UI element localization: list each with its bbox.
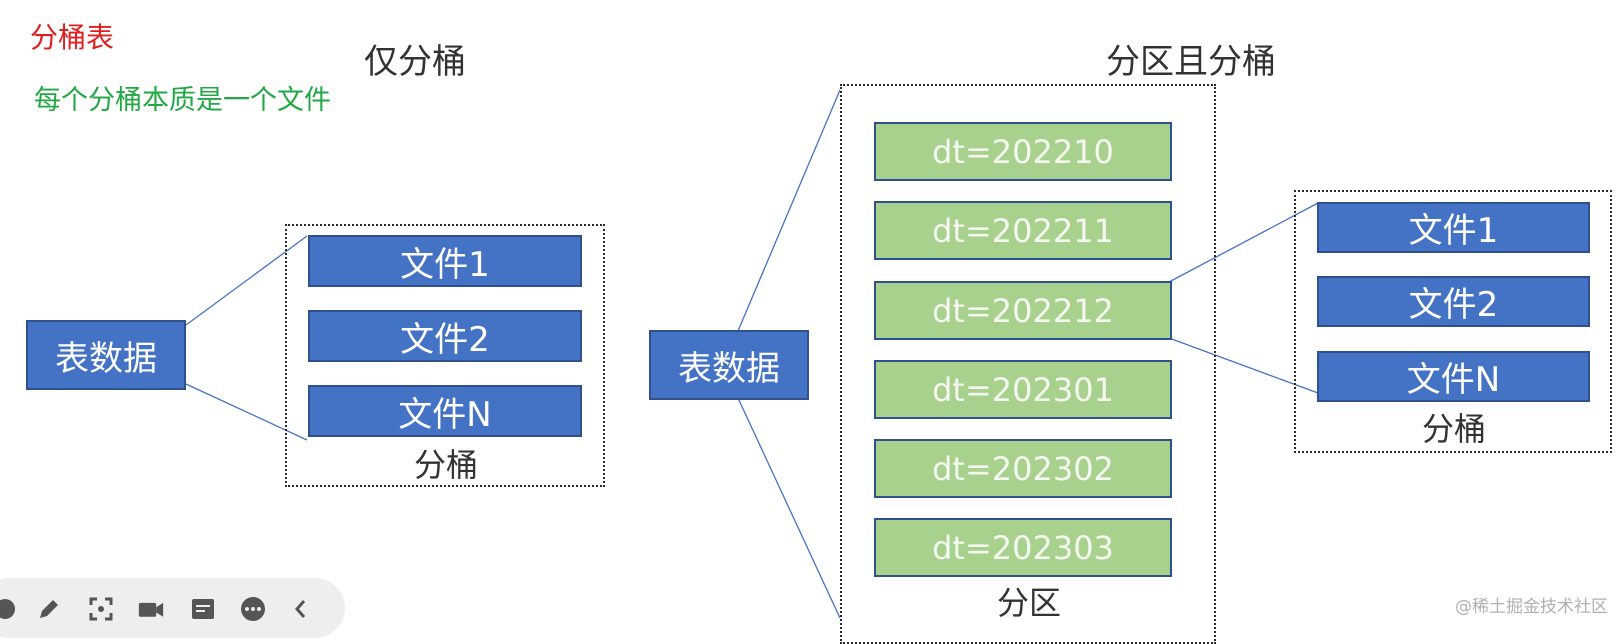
circle-icon[interactable] [0,596,18,622]
watermark: @稀土掘金技术社区 [1455,597,1608,617]
left-file-1-label: 文件1 [400,244,490,285]
left-file-2: 文件2 [308,310,582,362]
collapse-icon[interactable] [288,596,314,622]
partition-label: dt=202303 [932,528,1114,567]
right-file-1-label: 文件1 [1408,211,1499,251]
left-file-2-label: 文件2 [400,319,490,360]
pen-icon[interactable] [36,596,62,622]
right-file-n-label: 文件N [1406,360,1501,400]
partition-item: dt=202301 [874,360,1172,419]
note-icon[interactable] [190,596,216,622]
left-file-n-label: 文件N [398,394,492,435]
right-file-1: 文件1 [1317,202,1590,253]
partition-label: dt=202212 [932,291,1114,330]
right-bucket-container [1294,190,1612,453]
right-file-2: 文件2 [1317,276,1590,327]
partition-item: dt=202210 [874,122,1172,181]
partition-label: dt=202210 [932,132,1114,171]
partition-item: dt=202212 [874,281,1172,340]
left-file-n: 文件N [308,385,582,437]
left-diagram-title: 仅分桶 [364,42,466,82]
camera-icon[interactable] [138,596,164,622]
right-table-data-label: 表数据 [678,348,780,389]
partition-item: dt=202303 [874,518,1172,577]
partition-label: dt=202301 [932,370,1114,409]
right-file-n: 文件N [1317,351,1590,402]
bucket-table-label: 分桶表 [30,21,115,54]
left-table-data-box: 表数据 [26,320,186,390]
left-table-data-label: 表数据 [55,338,157,379]
more-icon[interactable] [240,596,266,622]
partition-item: dt=202302 [874,439,1172,498]
partition-label: dt=202211 [932,211,1114,250]
right-file-2-label: 文件2 [1408,285,1499,325]
right-diagram-title: 分区且分桶 [1106,42,1276,82]
left-bucket-label: 分桶 [414,446,479,484]
right-table-data-box: 表数据 [649,330,809,400]
partition-label-caption: 分区 [997,584,1062,622]
partition-label: dt=202302 [932,449,1114,488]
connector-lines [185,89,1319,618]
screenshot-icon[interactable] [88,596,114,622]
bucket-note: 每个分桶本质是一个文件 [34,85,331,116]
left-bucket-container [285,224,605,487]
partition-item: dt=202211 [874,201,1172,260]
left-file-1: 文件1 [308,235,582,287]
right-bucket-label: 分桶 [1422,410,1487,448]
